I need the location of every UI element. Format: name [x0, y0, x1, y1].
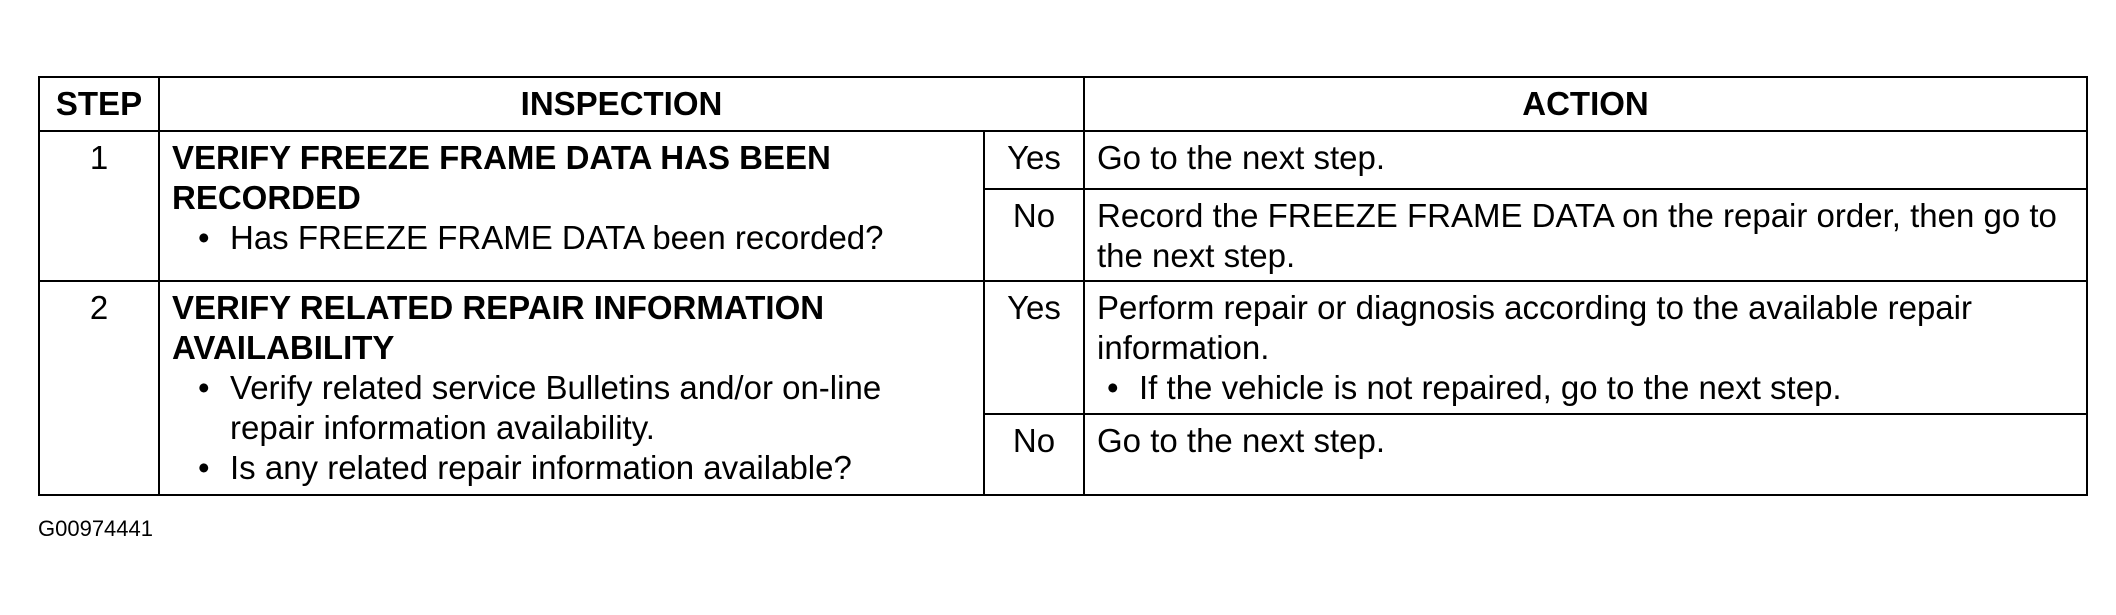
inspection-bullets: Has FREEZE FRAME DATA been recorded?	[172, 218, 971, 258]
header-action: ACTION	[1083, 76, 2089, 132]
step-number: 1	[38, 129, 160, 283]
header-step: STEP	[38, 76, 160, 132]
diagnostic-step-table: STEP INSPECTION ACTION 1 VERIFY FREEZE F…	[38, 76, 2089, 497]
action-text: Go to the next step.	[1083, 130, 2089, 190]
figure-id-label: G00974441	[38, 516, 153, 541]
answer-yes: Yes	[982, 130, 1086, 190]
answer-no: No	[982, 187, 1086, 283]
answer-no: No	[982, 412, 1086, 497]
action-bullet: If the vehicle is not repaired, go to th…	[1107, 368, 2074, 408]
inspection-bullet: Has FREEZE FRAME DATA been recorded?	[198, 218, 971, 258]
action-cell: Perform repair or diagnosis according to…	[1083, 280, 2089, 415]
inspection-bullet: Is any related repair information availa…	[198, 448, 971, 488]
table-row: 2 VERIFY RELATED REPAIR INFORMATION AVAI…	[38, 280, 2089, 496]
table-header-row: STEP INSPECTION ACTION	[38, 76, 2089, 132]
header-inspection: INSPECTION	[157, 76, 1086, 132]
table-row: 1 VERIFY FREEZE FRAME DATA HAS BEEN RECO…	[38, 129, 2089, 283]
inspection-cell: VERIFY RELATED REPAIR INFORMATION AVAILA…	[158, 280, 985, 496]
inspection-cell: VERIFY FREEZE FRAME DATA HAS BEEN RECORD…	[158, 129, 985, 283]
action-text: Record the FREEZE FRAME DATA on the repa…	[1083, 187, 2089, 283]
inspection-bullets: Verify related service Bulletins and/or …	[172, 368, 971, 488]
action-bullets: If the vehicle is not repaired, go to th…	[1097, 368, 2074, 408]
answer-yes: Yes	[982, 280, 1086, 415]
table-row: No Record the FREEZE FRAME DATA on the r…	[39, 187, 2089, 283]
inspection-bullet: Verify related service Bulletins and/or …	[198, 368, 971, 448]
action-text: Perform repair or diagnosis according to…	[1097, 289, 1972, 367]
table-row: No Go to the next step.	[39, 412, 2089, 497]
step-number: 2	[38, 280, 160, 496]
inspection-title: VERIFY FREEZE FRAME DATA HAS BEEN RECORD…	[172, 139, 831, 216]
action-text: Go to the next step.	[1083, 412, 2089, 497]
inspection-title: VERIFY RELATED REPAIR INFORMATION AVAILA…	[172, 289, 825, 367]
